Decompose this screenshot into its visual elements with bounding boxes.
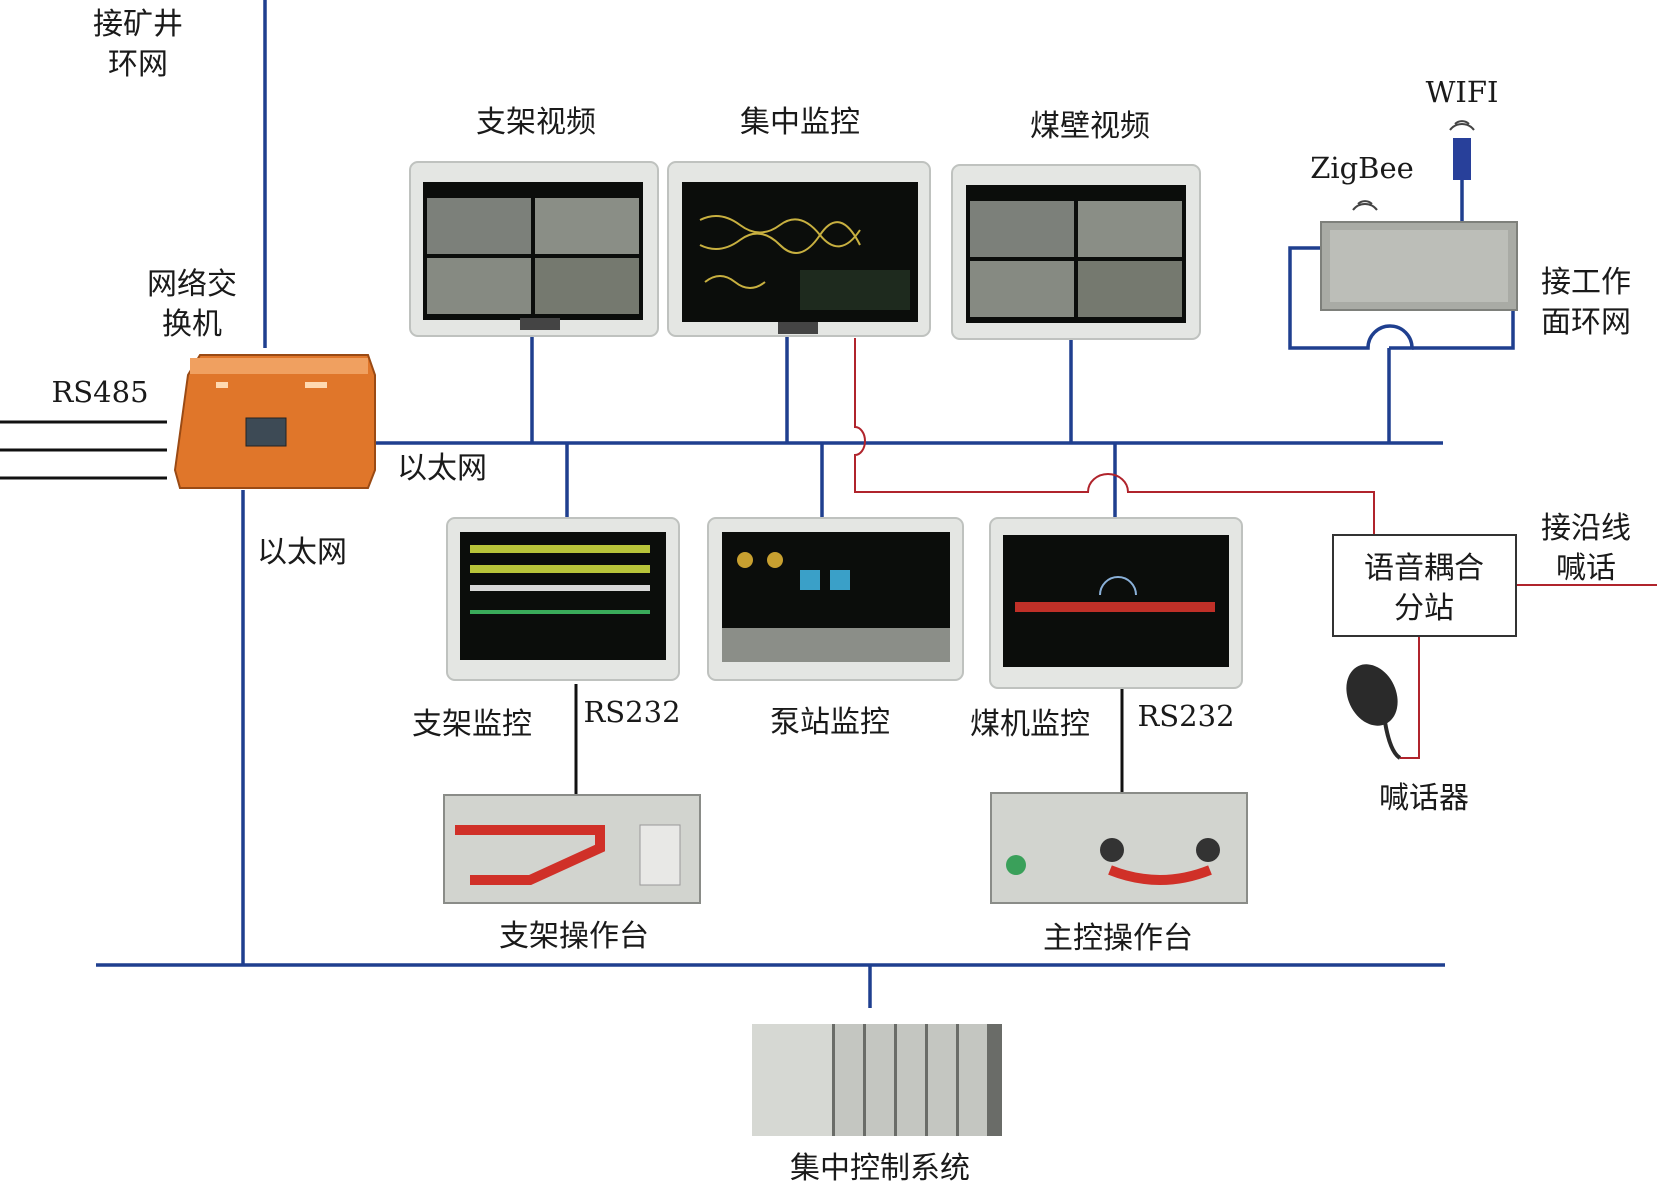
support-video-monitor bbox=[409, 161, 659, 337]
speaker-label: 喊话器 bbox=[1379, 781, 1469, 816]
zigbee-label: ZigBee bbox=[1310, 151, 1414, 185]
switch-label-line2: 换机 bbox=[162, 307, 222, 342]
main-console bbox=[990, 792, 1248, 904]
shearer-monitor-label: 煤机监控 bbox=[970, 707, 1090, 742]
voice-coupling-station bbox=[1332, 534, 1517, 637]
serial-lines bbox=[0, 420, 1124, 795]
voice-lines bbox=[854, 338, 1657, 759]
support-video-label: 支架视频 bbox=[476, 105, 596, 140]
zigbee-signal-icon bbox=[1352, 200, 1378, 211]
ethernet-lines bbox=[96, 0, 1515, 1008]
zigbee-wifi-router bbox=[1320, 138, 1518, 311]
ethernet-left-label: 以太网 bbox=[257, 535, 347, 570]
voice-station-label-line1: 语音耦合 bbox=[1364, 551, 1484, 586]
text-labels: 接矿井 环网 网络交 换机 RS485 以太网 以太网 支架视频 集中监控 煤壁… bbox=[51, 7, 1631, 1186]
face-ring-label-line2: 面环网 bbox=[1541, 305, 1631, 340]
rs232-right-label: RS232 bbox=[1137, 699, 1234, 733]
line-phone-label-line2: 喊话 bbox=[1556, 551, 1616, 586]
pump-monitor-screen bbox=[707, 517, 964, 681]
support-monitor-screen bbox=[446, 517, 680, 681]
support-console bbox=[443, 794, 701, 904]
line-phone-label-line1: 接沿线 bbox=[1541, 511, 1631, 546]
mine-ring-label-line2: 环网 bbox=[108, 47, 168, 82]
central-control-plc bbox=[752, 1024, 1002, 1136]
ethernet-top-label: 以太网 bbox=[397, 451, 487, 486]
face-ring-label-line1: 接工作 bbox=[1541, 265, 1631, 300]
central-monitor-label: 集中监控 bbox=[740, 105, 860, 140]
support-monitor-label: 支架监控 bbox=[412, 707, 532, 742]
shearer-monitor-screen bbox=[989, 517, 1243, 689]
coal-wall-video-label: 煤壁视频 bbox=[1030, 109, 1150, 144]
coal-wall-video-monitor bbox=[951, 164, 1201, 340]
rs485-label: RS485 bbox=[51, 375, 148, 409]
switch-label-line1: 网络交 bbox=[147, 267, 237, 302]
voice-station-label-line2: 分站 bbox=[1394, 591, 1454, 626]
rs232-left-label: RS232 bbox=[583, 695, 680, 729]
wifi-label: WIFI bbox=[1426, 75, 1499, 109]
pump-monitor-label: 泵站监控 bbox=[770, 705, 890, 740]
speaker-microphone bbox=[1346, 664, 1402, 760]
wifi-icon bbox=[1449, 120, 1475, 131]
main-console-label: 主控操作台 bbox=[1043, 921, 1193, 956]
central-control-label: 集中控制系统 bbox=[790, 1151, 970, 1186]
central-monitor-screen bbox=[667, 161, 931, 337]
mine-ring-label-line1: 接矿井 bbox=[93, 7, 183, 42]
support-console-label: 支架操作台 bbox=[499, 919, 649, 954]
network-switch bbox=[173, 354, 376, 489]
